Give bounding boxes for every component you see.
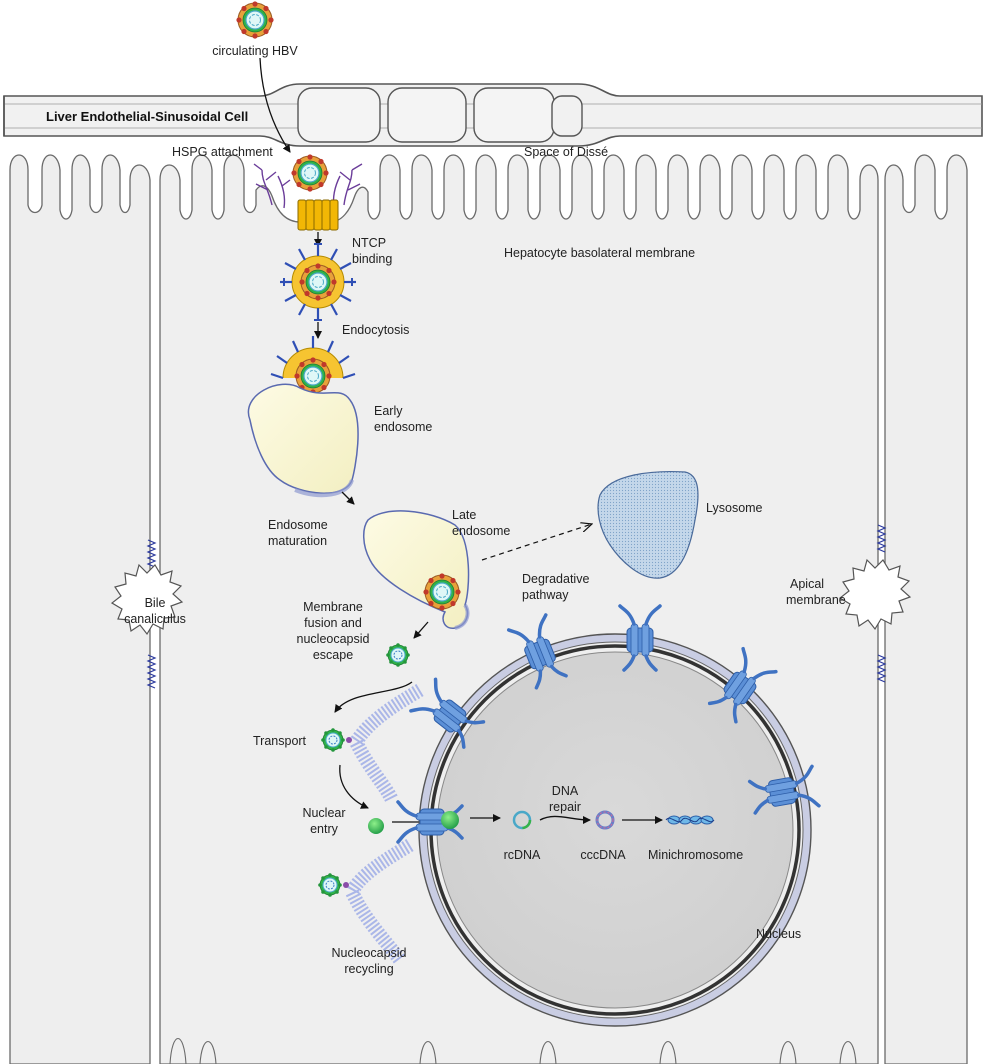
dna-repair-label-1: DNA (551, 784, 579, 798)
degradative-pathway-label-1: Degradative (522, 572, 590, 586)
cccdna (595, 810, 615, 830)
degradative-pathway-arrow (481, 524, 592, 561)
free-capsid (368, 818, 384, 834)
escape-arrow (413, 621, 429, 639)
rcdna (512, 810, 532, 830)
ntcp-receptor (297, 199, 339, 231)
rcdna-label: rcDNA (503, 848, 541, 862)
nucleus-label: Nucleus (756, 927, 802, 941)
nuclear-entry-arrow-1 (339, 764, 369, 809)
ntcp-label: NTCP (352, 236, 387, 250)
bile-canaliculus-left (110, 563, 184, 636)
membrane-fusion-label-4: escape (312, 648, 354, 662)
lysosome (597, 471, 699, 579)
endosome-maturation-label-1: Endosome (268, 518, 328, 532)
ntcp-bound-virion (280, 243, 356, 321)
liver-endothelial-cell-label: Liver Endothelial-Sinusoidal Cell (46, 109, 249, 124)
nucleocapsid-recycling-label-1: Nucleocapsid (331, 946, 407, 960)
nucleus (418, 633, 812, 1027)
transport-arrow (334, 681, 413, 713)
bile-canaliculus-label-1: Bile (144, 596, 166, 610)
nuclear-entry-label-2: entry (310, 822, 338, 836)
maturation-arrow (341, 491, 355, 505)
early-endosome-label-2: endosome (374, 420, 433, 434)
bile-canaliculus-label-2: canaliculus (124, 612, 186, 626)
transported-nucleocapsid (320, 727, 346, 753)
membrane-fusion-label-3: nucleocapsid (296, 632, 370, 646)
transport-label: Transport (253, 734, 307, 748)
endosome-maturation-label-2: maturation (268, 534, 328, 548)
endocytosis-label: Endocytosis (342, 323, 410, 337)
dna-repair-label-2: repair (549, 800, 581, 814)
early-endosome-label-1: Early (374, 404, 403, 418)
circulating-hbv-label: circulating HBV (212, 44, 298, 58)
attached-hbv-virion (290, 153, 330, 193)
tight-junctions (146, 524, 887, 689)
lysosome-label: Lysosome (706, 501, 763, 515)
microtubule-lower (344, 838, 414, 965)
minichromosome (665, 815, 715, 825)
binding-label: binding (352, 252, 393, 266)
microtubule-upper (347, 683, 424, 804)
motor-protein-2 (343, 882, 349, 888)
nuclear-entry-label-1: Nuclear (302, 806, 346, 820)
motor-protein-1 (346, 737, 352, 743)
cccdna-label: cccDNA (580, 848, 626, 862)
apical-membrane-label-1: Apical (790, 577, 825, 591)
hspg-attachment-label: HSPG attachment (172, 145, 273, 159)
hepatocyte-basolateral-membrane-label: Hepatocyte basolateral membrane (504, 246, 696, 260)
late-endosome-label-1: Late (452, 508, 477, 522)
recycling-nucleocapsid (317, 872, 343, 898)
liver-endothelial-cell (3, 83, 983, 147)
membrane-fusion-label-1: Membrane (303, 600, 363, 614)
late-endosome-label-2: endosome (452, 524, 511, 538)
membrane-fusion-label-2: fusion and (304, 616, 362, 630)
space-of-disse-label: Space of Dissé (524, 145, 609, 159)
minichromosome-label: Minichromosome (648, 848, 744, 862)
late-endosome-virion (422, 572, 462, 612)
dna-repair-arrow (539, 815, 591, 824)
escaped-nucleocapsid (385, 642, 411, 668)
circulating-hbv-virion (235, 0, 275, 40)
entry-arrow (259, 57, 291, 153)
apical-membrane-label-2: membrane (786, 593, 846, 607)
capsid-in-pore (441, 811, 459, 829)
nucleocapsid-recycling-label-2: recycling (344, 962, 394, 976)
degradative-pathway-label-2: pathway (522, 588, 569, 602)
bile-canaliculus-right (838, 558, 912, 631)
endocytosed-virion (270, 336, 356, 396)
early-endosome (247, 383, 359, 494)
